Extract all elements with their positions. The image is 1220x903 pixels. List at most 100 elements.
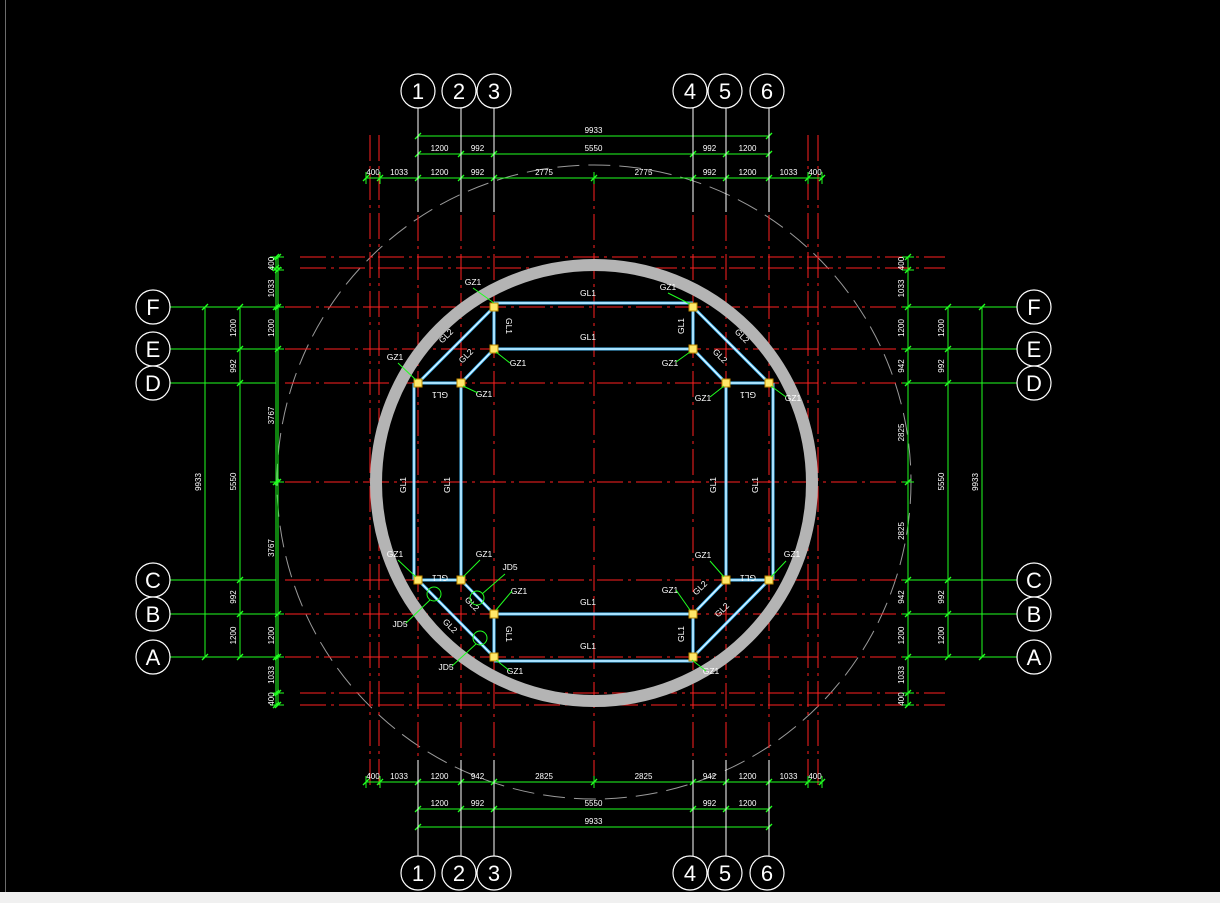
axis-bubble-bottom-6: 6 [761, 861, 773, 886]
axis-bubble-bottom-2-circle [441, 855, 477, 891]
dim-bottom-detail-tick [804, 778, 812, 786]
axis-bubble-bottom-1-circle [400, 855, 436, 891]
label-gz1: GZ1 [785, 393, 802, 403]
axis-bubble-right-F-circle [1016, 289, 1052, 325]
label-gz1: GZ1 [476, 389, 493, 399]
dim-bottom-mid-text: 992 [471, 799, 485, 808]
label-gl1-top-inner: GL1 [580, 332, 596, 342]
axis-bubble-top-1-circle [400, 73, 436, 109]
label-gl1-right-inner: GL1 [708, 477, 718, 493]
leader-gz1 [495, 659, 511, 672]
dim-right-detail-text: 1033 [897, 279, 906, 297]
column-gz1 [489, 609, 499, 619]
dim-top-mid-text: 992 [471, 144, 485, 153]
outer-ring-wall [370, 259, 818, 707]
dim-right-mid-text: 1200 [937, 626, 946, 644]
dim-bottom-detail-text: 1033 [780, 772, 798, 781]
dim-left-detail-tick [274, 266, 282, 274]
label-gz1: GZ1 [476, 549, 493, 559]
dim-right-detail-tick [904, 689, 912, 697]
dim-left-detail-text: 1200 [267, 626, 276, 644]
dim-left-detail-tick [274, 345, 282, 353]
axis-bubble-right-B: B [1027, 602, 1042, 627]
column-gz1 [489, 302, 499, 312]
axis-bubble-top-4: 4 [684, 79, 696, 104]
dim-right-total-text: 9933 [971, 473, 980, 491]
label-gz1: GZ1 [387, 352, 404, 362]
label-gz1: GZ1 [387, 549, 404, 559]
dim-top-detail-tick [362, 174, 370, 182]
dim-left-mid-text: 992 [229, 590, 238, 604]
label-gl1-d-left: GL1 [432, 390, 448, 400]
status-bar [0, 892, 1220, 903]
label-jd5: JD5 [438, 662, 453, 672]
dim-right-detail-text: 1033 [897, 666, 906, 684]
diag-nw-outer [417, 306, 495, 384]
axis-bubble-left-F-circle [135, 289, 171, 325]
column-gz1 [764, 575, 774, 585]
leader-jd5 [481, 573, 506, 595]
column-gz1 [688, 609, 698, 619]
dim-top-detail-text: 1033 [780, 168, 798, 177]
dim-right-detail-tick [904, 653, 912, 661]
dim-right-detail-tick [904, 478, 912, 486]
axis-bubble-top-2-circle [441, 73, 477, 109]
column-gz1 [413, 575, 423, 585]
label-jd5: JD5 [392, 619, 407, 629]
dim-bottom-detail-text: 942 [471, 772, 485, 781]
label-gl1-c-left: GL1 [432, 573, 448, 583]
leader-jd5 [405, 599, 431, 624]
viewport-left-edge [5, 0, 6, 892]
ring-wall [370, 259, 818, 707]
dim-left-detail-tick [274, 253, 282, 261]
dim-bottom-detail-tick [376, 778, 384, 786]
label-gz1: GZ1 [511, 586, 528, 596]
diag-se-outer [692, 579, 770, 658]
dim-bottom-detail-tick [590, 778, 598, 786]
leader-gz1 [462, 559, 481, 578]
label-gz1: GZ1 [662, 358, 679, 368]
dim-right-detail-text: 400 [897, 692, 906, 706]
dim-top-total-text: 9933 [585, 126, 603, 135]
axis-bubble-bottom-5-circle [707, 855, 743, 891]
axis-bubble-top-6: 6 [761, 79, 773, 104]
label-gl1-link4: GL1 [676, 318, 686, 334]
dim-bottom-detail-tick [362, 778, 370, 786]
diag-ne-outer [692, 306, 770, 384]
axis-bubble-left-A: A [146, 645, 161, 670]
axis-bubble-top-5-circle [707, 73, 743, 109]
label-gl1-left: GL1 [398, 477, 408, 493]
axis-bubble-top-1: 1 [412, 79, 424, 104]
leader-gz1 [709, 560, 725, 578]
dim-right-detail-tick [904, 253, 912, 261]
dim-top-detail-tick [818, 174, 826, 182]
dim-left-detail-tick [274, 689, 282, 697]
axis-bubble-top-5: 5 [719, 79, 731, 104]
dim-bottom-detail-text: 942 [703, 772, 717, 781]
leader-gz1 [495, 351, 511, 364]
dim-left-mid-text: 1200 [229, 626, 238, 644]
detail-jd5-circle [472, 630, 488, 646]
label-gl1-bottom: GL1 [580, 597, 596, 607]
label-gz1: GZ1 [507, 666, 524, 676]
dim-left-mid-text: 992 [229, 359, 238, 373]
dim-top-detail-text: 1200 [739, 168, 757, 177]
axis-bubble-top-2: 2 [453, 79, 465, 104]
dim-bottom-detail-tick [818, 778, 826, 786]
dim-top-detail-text: 400 [366, 168, 380, 177]
dim-left-detail-text: 1200 [267, 319, 276, 337]
label-gz1: GZ1 [662, 585, 679, 595]
label-gl1-link3: GL1 [504, 318, 514, 334]
dim-bottom-mid-text: 1200 [431, 799, 449, 808]
axis-bubble-bottom-1: 1 [412, 861, 424, 886]
axis-bubble-bottom-3: 3 [488, 861, 500, 886]
column-gz1 [721, 378, 731, 388]
label-jd5: JD5 [502, 562, 517, 572]
leader-gz1 [462, 385, 479, 394]
dim-bottom-mid-text: 5550 [585, 799, 603, 808]
dim-bottom-detail-text: 1200 [431, 772, 449, 781]
dim-top-mid-text: 992 [703, 144, 717, 153]
